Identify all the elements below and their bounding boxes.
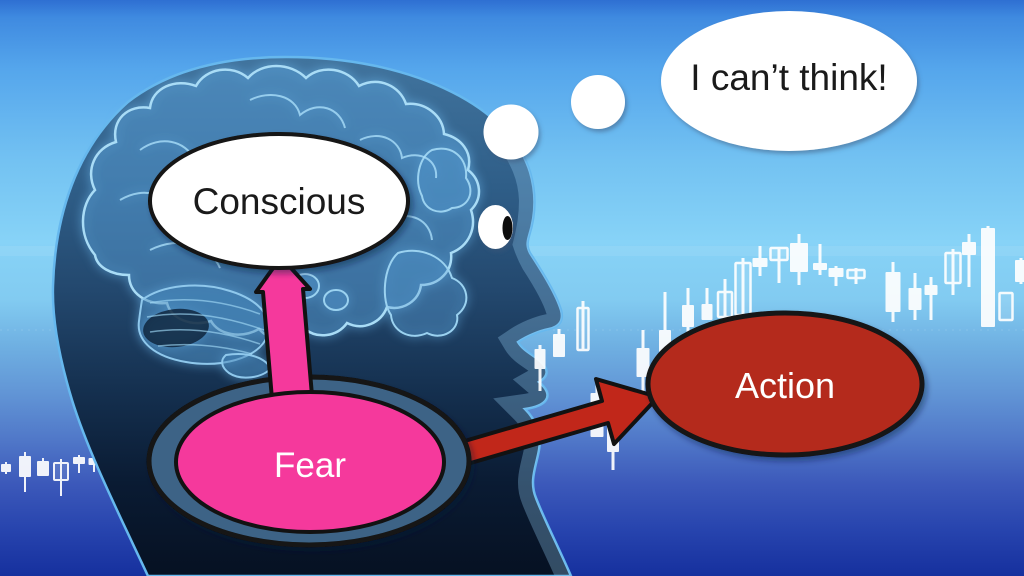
candle-body (636, 348, 650, 377)
cerebellum-core (143, 308, 209, 348)
candlestick (553, 329, 565, 357)
candle-body (981, 228, 995, 327)
candle-body (19, 456, 31, 477)
candle-body (828, 268, 844, 277)
candlestick (885, 262, 901, 322)
candlestick (908, 273, 922, 320)
eye (478, 205, 513, 249)
candlestick (53, 459, 69, 496)
candlestick (1015, 258, 1024, 284)
candle-body (73, 457, 85, 464)
candle-body (682, 305, 694, 327)
candle-body (576, 306, 590, 352)
eye-sclera (478, 205, 513, 249)
candle-body (846, 268, 866, 280)
thought-bubble-dot-small (483, 104, 539, 160)
candle-body (1015, 260, 1024, 282)
cerebellum-striations (146, 299, 265, 355)
candlestick (962, 234, 976, 287)
action-node (645, 310, 925, 458)
candlestick (37, 458, 49, 476)
candle-body (885, 272, 901, 312)
candlestick (998, 291, 1014, 322)
candlestick (769, 246, 789, 283)
candlestick (790, 234, 808, 285)
candlestick (944, 249, 962, 295)
candle-body (962, 242, 976, 255)
brainstem (221, 353, 273, 379)
conscious-node (148, 132, 410, 270)
candle-body (944, 251, 962, 285)
candlestick (813, 244, 827, 275)
brain-bump (323, 289, 349, 311)
candlestick (576, 301, 590, 352)
thought-bubble (661, 11, 917, 151)
candle-body (908, 288, 922, 310)
candle-body (716, 290, 734, 319)
candlestick (924, 277, 938, 320)
candlestick (828, 266, 844, 286)
candlestick (19, 452, 31, 492)
candle-body (553, 334, 565, 357)
candle-body (37, 461, 49, 476)
candlestick (846, 268, 866, 284)
brain-temporal-lobe (383, 249, 468, 337)
fear-label: Fear (274, 446, 346, 485)
candle-body (924, 285, 938, 295)
candle-body (734, 261, 752, 317)
candlestick (981, 226, 995, 327)
candlestick (752, 246, 768, 276)
candlestick (534, 345, 546, 391)
candle-body (769, 246, 789, 262)
candle-body (534, 349, 546, 369)
conscious-label: Conscious (193, 181, 366, 222)
action-label: Action (735, 365, 835, 406)
candle-body (998, 291, 1014, 322)
candle-body (1, 464, 11, 472)
candlestick (1, 462, 11, 474)
candle-body (53, 462, 69, 481)
eye-pupil (502, 216, 513, 240)
thought-bubble-label: I can’t think! (690, 57, 887, 98)
candle-body (752, 258, 768, 267)
fear-node (174, 390, 446, 534)
thought-bubble-dot-large (571, 75, 625, 129)
candlestick (734, 258, 752, 317)
candle-body (790, 243, 808, 272)
brain-frontal-lobe (417, 147, 472, 213)
candlestick (73, 455, 85, 473)
candle-body (701, 304, 713, 320)
candlestick (716, 279, 734, 319)
candlestick (701, 288, 713, 320)
candle-body (813, 263, 827, 270)
